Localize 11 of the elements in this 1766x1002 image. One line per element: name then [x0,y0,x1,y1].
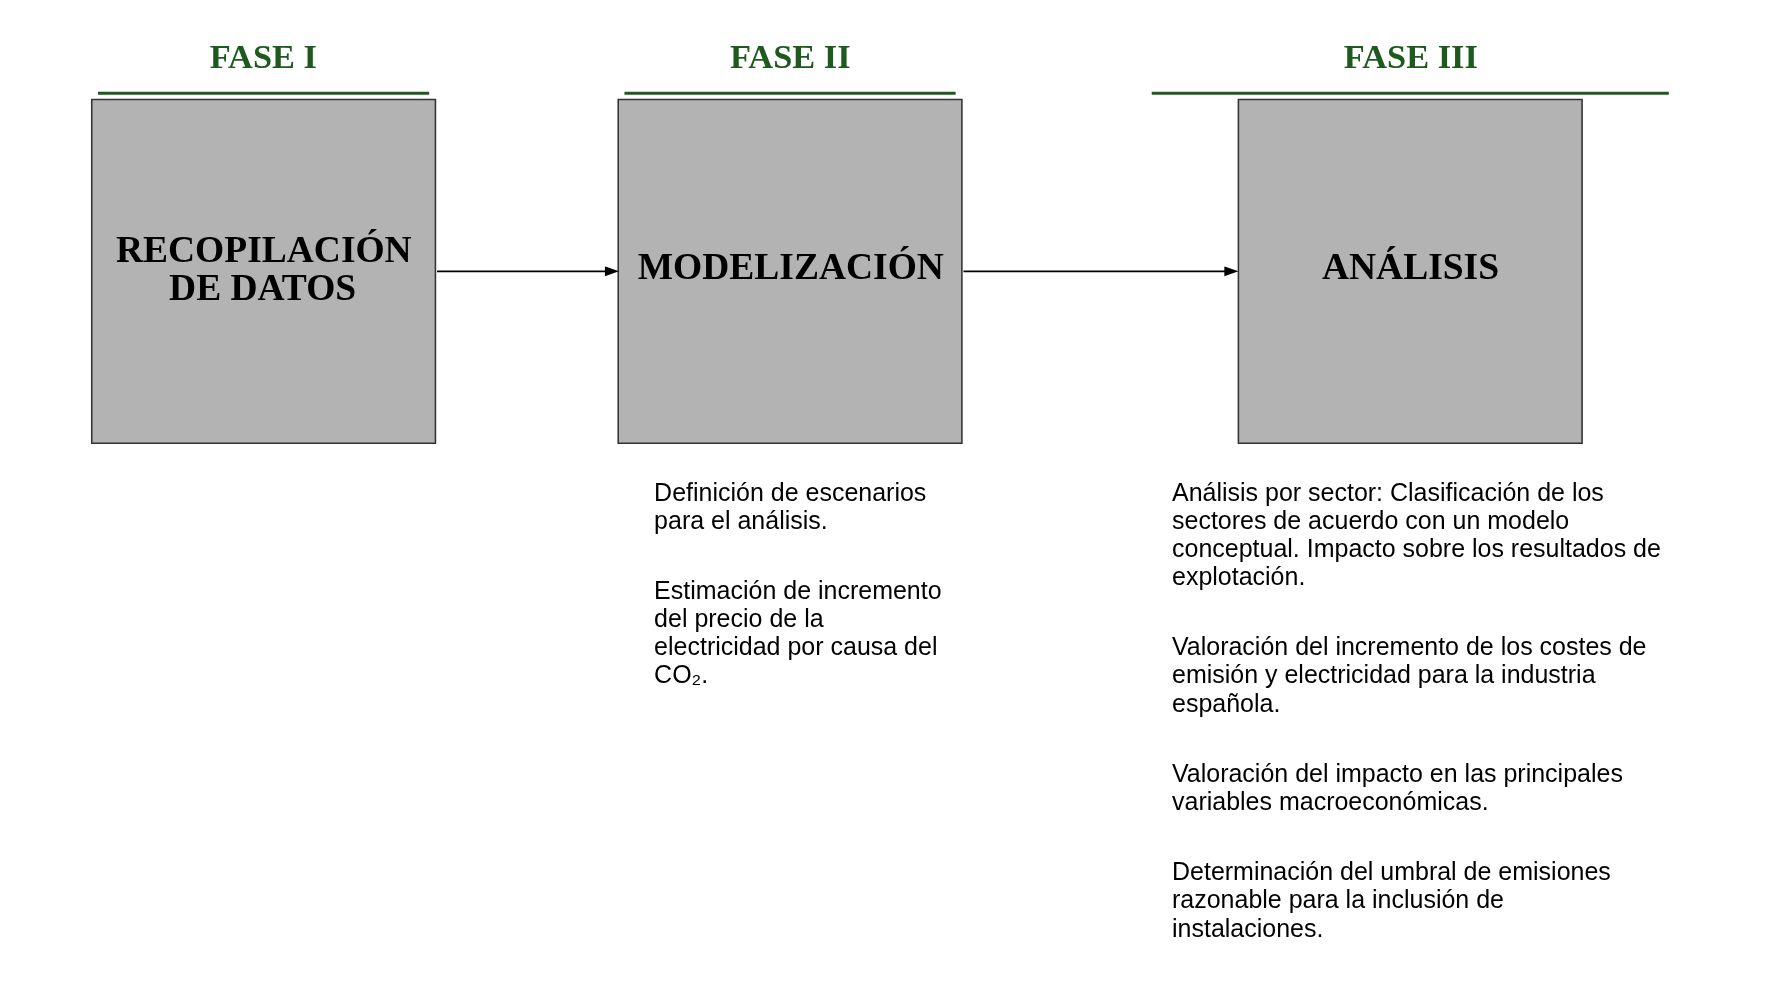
node-label: Valoración del incremento de los costes de emisión y electricidad para la industria española. [1172,632,1647,717]
node-label: Definición de escenarios para el análisis. [654,477,927,534]
node-label: FASE III [1343,36,1478,75]
arrow [436,266,619,277]
node-label: Valoración del impacto en las principales variables macroeconómicas. [1172,758,1623,815]
node-label: FASE I [209,36,317,75]
node-label: Estimación de incremento del precio de la electricidad por causa del CO₂. [654,576,942,689]
node-label: Análisis por sector: Clasificación de los sectores de acuerdo con un modelo conceptual. Impacto sobre los resultados de explotación. [1172,477,1661,591]
node-label: Determinación del umbral de emisiones razonable para la inclusión de instalaciones. [1172,857,1611,942]
node-label: FASE II [729,36,851,75]
arrow [962,266,1239,277]
